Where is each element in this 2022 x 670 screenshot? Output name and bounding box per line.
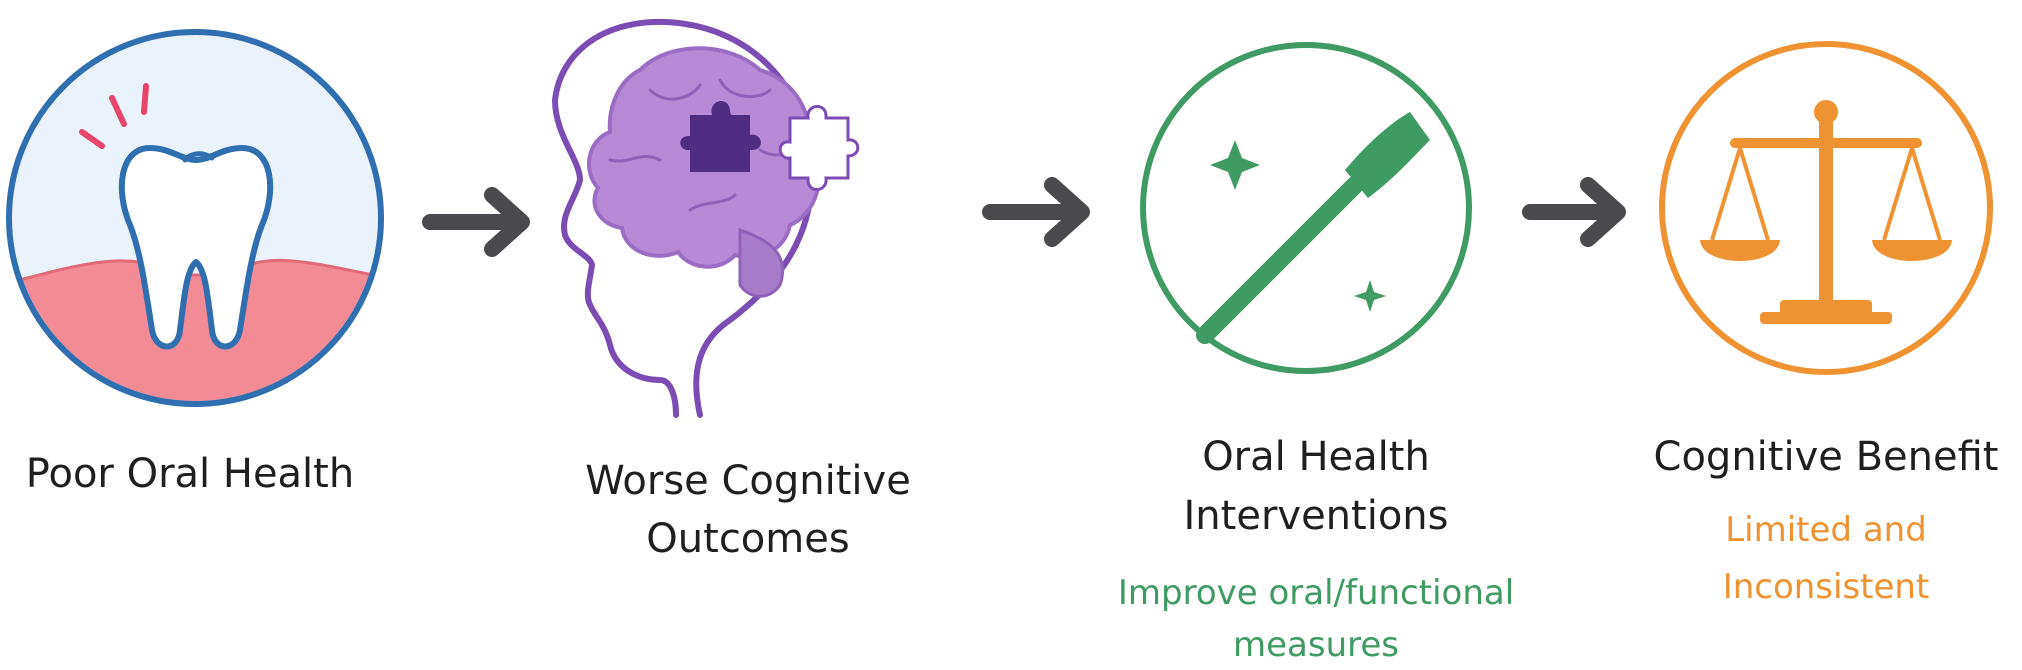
step-3-subtitle-line-2: measures bbox=[1233, 625, 1399, 665]
step-4-title: Cognitive Benefit bbox=[1653, 434, 1999, 480]
step-2-title-line-2: Outcomes bbox=[646, 516, 850, 562]
tooth-icon bbox=[6, 29, 384, 407]
arrow-icon bbox=[422, 187, 530, 257]
step-1-title: Poor Oral Health bbox=[25, 451, 355, 497]
step-4-subtitle-line-1: Limited and bbox=[1725, 510, 1927, 550]
step-3-subtitle-line-1: Improve oral/functional bbox=[1117, 573, 1515, 613]
scale-icon bbox=[1659, 41, 1993, 375]
toothbrush-icon bbox=[1140, 42, 1472, 374]
step-4-subtitle-line-2: Inconsistent bbox=[1722, 567, 1930, 607]
head-brain-icon bbox=[552, 18, 860, 418]
arrow-icon bbox=[982, 177, 1090, 247]
step-3-title-line-2: Interventions bbox=[1183, 493, 1449, 539]
step-3-title-line-1: Oral Health bbox=[1202, 434, 1430, 480]
step-2-title-line-1: Worse Cognitive bbox=[585, 458, 911, 504]
arrow-icon bbox=[1522, 177, 1626, 247]
